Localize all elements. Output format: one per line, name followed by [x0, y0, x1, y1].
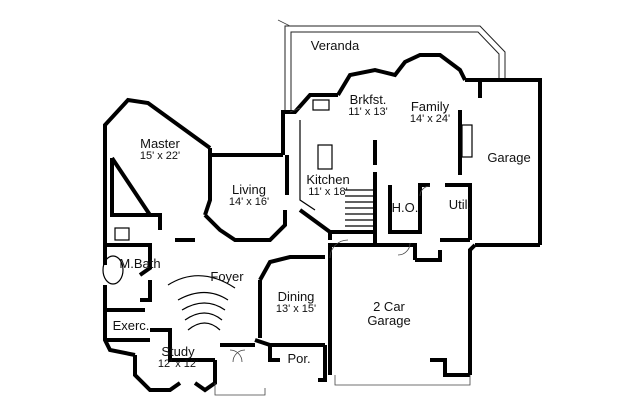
room-study-name: Study	[161, 344, 195, 359]
room-exerc: Exerc.	[108, 319, 154, 332]
room-living: Living 14' x 16'	[218, 183, 280, 209]
exterior-walls	[103, 53, 542, 393]
room-living-dims: 14' x 16'	[228, 196, 270, 208]
room-veranda-name: Veranda	[310, 38, 360, 53]
room-mbath-name: M.Bath	[119, 256, 161, 271]
room-kitchen-dims: 11' x 18'	[308, 186, 348, 198]
room-dining: Dining 13' x 15'	[266, 290, 326, 316]
room-brkfst: Brkfst. 11' x 13'	[338, 93, 398, 119]
room-garage2-name: 2 Car	[373, 299, 405, 314]
room-living-name: Living	[232, 182, 266, 197]
room-study-dims: 12' x 12'	[157, 358, 199, 370]
room-brkfst-dims: 11' x 13'	[348, 106, 388, 118]
room-ho-name: H.O.	[391, 200, 419, 215]
room-kitchen: Kitchen 11' x 18'	[298, 173, 358, 199]
room-master-dims: 15' x 22'	[139, 150, 181, 162]
room-study: Study 12' x 12'	[150, 345, 206, 371]
room-util-name: Util.	[448, 197, 472, 212]
room-master-name: Master	[140, 136, 180, 151]
room-foyer-name: Foyer	[210, 269, 244, 284]
room-porch-name: Por.	[287, 351, 311, 366]
stair-details	[102, 99, 473, 396]
room-porch: Por.	[282, 352, 316, 365]
room-garage: Garage	[478, 151, 540, 164]
room-mbath: M.Bath	[118, 257, 162, 270]
room-family-dims: 14' x 24'	[409, 113, 451, 125]
interior-walls	[105, 110, 472, 382]
room-master: Master 15' x 22'	[130, 137, 190, 163]
room-exerc-name: Exerc.	[112, 318, 150, 333]
room-veranda: Veranda	[305, 39, 365, 52]
room-garage2: 2 Car Garage	[358, 300, 420, 327]
room-brkfst-name: Brkfst.	[349, 92, 387, 107]
room-family: Family 14' x 24'	[400, 100, 460, 126]
room-family-name: Family	[410, 99, 450, 114]
room-garage-name: Garage	[487, 150, 531, 165]
room-foyer: Foyer	[205, 270, 249, 283]
room-garage2-sub: Garage	[367, 313, 411, 328]
room-dining-dims: 13' x 15'	[275, 303, 317, 315]
room-util: Util.	[442, 198, 478, 211]
room-ho: H.O.	[390, 201, 420, 214]
door-swings	[229, 185, 431, 363]
room-kitchen-name: Kitchen	[306, 172, 350, 187]
room-dining-name: Dining	[277, 289, 315, 304]
veranda-outline	[277, 19, 506, 112]
